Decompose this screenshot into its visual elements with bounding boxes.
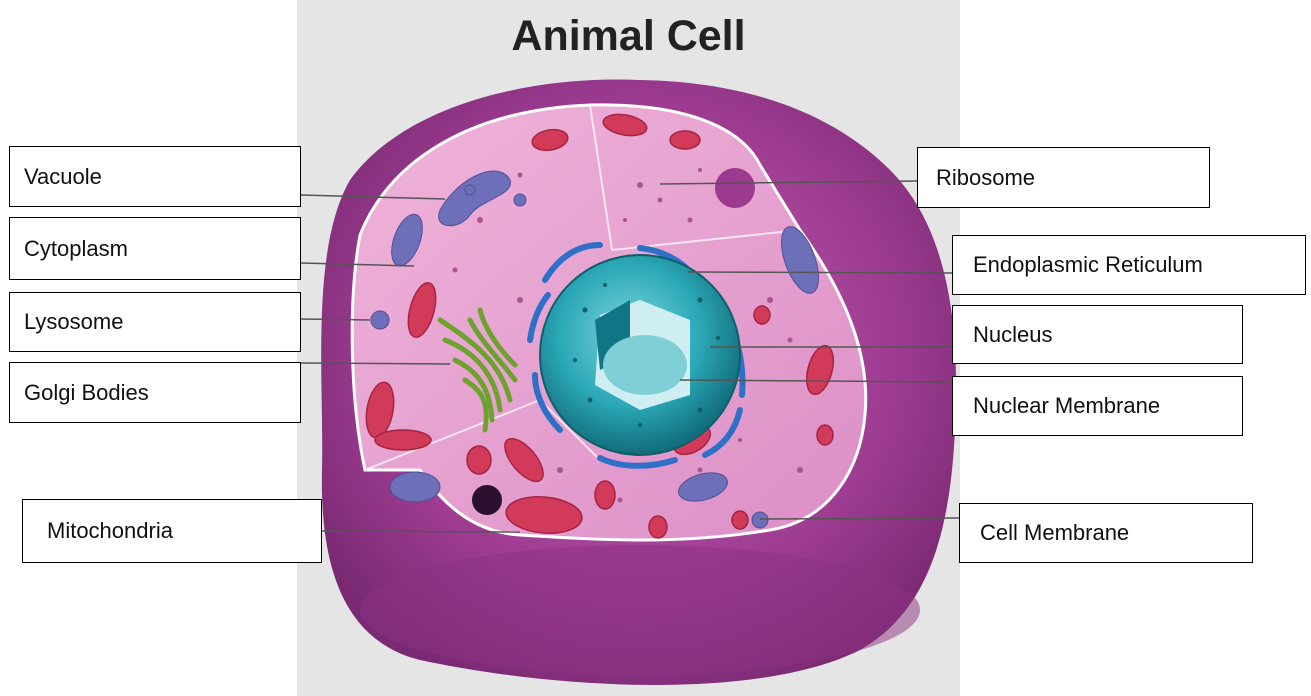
label-vacuole: Vacuole — [9, 146, 301, 207]
label-nucleus: Nucleus — [952, 305, 1243, 364]
nucleus-body — [540, 255, 740, 455]
label-cytoplasm: Cytoplasm — [9, 217, 301, 280]
label-golgi-bodies: Golgi Bodies — [9, 362, 301, 423]
label-lysosome: Lysosome — [9, 292, 301, 352]
membrane-notch-top — [715, 168, 755, 208]
label-ribosome: Ribosome — [917, 147, 1210, 208]
label-mitochondria: Mitochondria — [22, 499, 322, 563]
label-endoplasmic-reticulum: Endoplasmic Reticulum — [952, 235, 1306, 295]
nucleolus — [603, 335, 687, 395]
cell-lower-shade — [360, 545, 920, 675]
label-nuclear-membrane: Nuclear Membrane — [952, 376, 1243, 436]
membrane-notch-bottom — [472, 485, 502, 515]
label-cell-membrane: Cell Membrane — [959, 503, 1253, 563]
